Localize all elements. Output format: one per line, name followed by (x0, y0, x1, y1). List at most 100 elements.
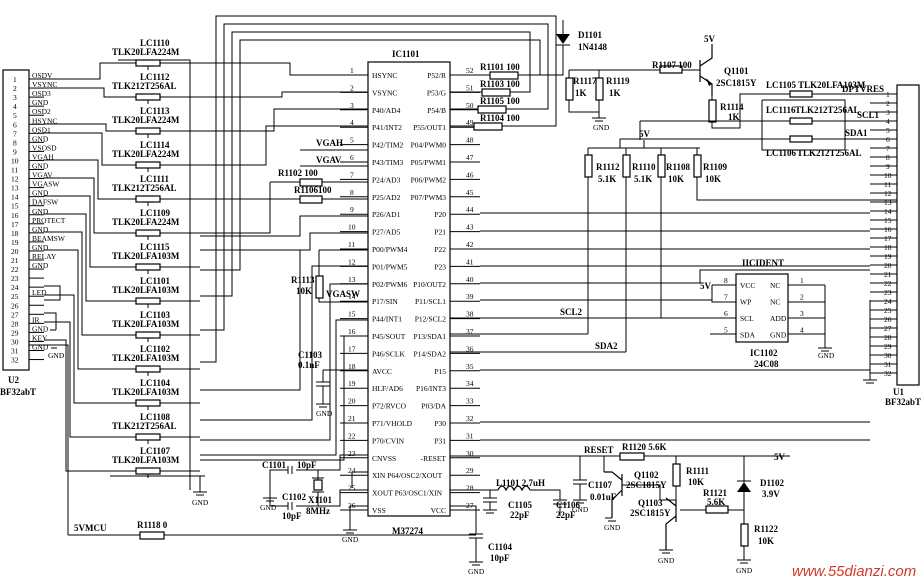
ic1101-pin-name-41: P23 (434, 262, 446, 271)
ic1101-pin-num-20: 20 (348, 397, 356, 406)
c1101-ref: C1101 (262, 460, 287, 470)
ic1101-pin-name-40: P10/OUT2 (413, 280, 446, 289)
u2-pin-num-17: 17 (11, 220, 19, 229)
u2-pin-num-24: 24 (11, 283, 19, 292)
u1-pins: 1234567891011121314151617181920212223242… (870, 90, 897, 378)
u2-pin-label-19: BEAMSW (32, 234, 66, 243)
lc1106-ref: LC1106 (766, 148, 797, 158)
u2-pin-label-13: VGASW (32, 180, 60, 189)
u2-ref: U2 (8, 375, 19, 385)
ic1101-pin-name-2: VSYNC (372, 88, 397, 97)
ic1101-pin-num-35: 35 (466, 362, 474, 371)
ic1101-pin-name-6: P43/TIM3 (372, 158, 404, 167)
filter-body-LC1102 (135, 365, 161, 373)
eeprom-pin-name-5: SDA (740, 331, 756, 340)
eeprom-pin-num-7: 7 (724, 293, 728, 302)
r1109-val: 10K (705, 174, 721, 184)
lc-filter-column: LC1110TLK20LFA224MLC1112TLK212T256ALLC11… (110, 38, 200, 478)
ic1101-pin-num-42: 42 (466, 240, 474, 249)
u2-pin-num-31: 31 (11, 347, 19, 356)
u2-pin-num-23: 23 (11, 274, 19, 283)
r1102-label: R1102 100 (278, 168, 318, 178)
filter-body-LC1103 (135, 331, 161, 339)
u2-pin-label-14: GND (32, 189, 49, 198)
c1103: GND C1103 0.1nF (298, 350, 368, 418)
u2-pin-label-16: GND (32, 207, 49, 216)
c1103-val: 0.1nF (298, 360, 320, 370)
u2-route-7 (44, 195, 110, 268)
filter-ref-LC1102: LC1102 (140, 344, 171, 354)
ic1102-ref: IC1102 (750, 348, 778, 358)
ic1101-pin-name-22: P70/CVIN (372, 436, 405, 445)
ic1101-pin-name-32: P30 (434, 419, 446, 428)
connector-u1: 1234567891011121314151617181920212223242… (870, 84, 921, 407)
u1-pin-num-14: 14 (884, 207, 892, 216)
ic1101-body (367, 61, 451, 517)
u2-pin-label-21: RELAY (32, 252, 57, 261)
eeprom-pin-num-3: 3 (800, 309, 804, 318)
ic1101-pin-num-37: 37 (466, 327, 474, 336)
filter-body-LC1111 (135, 195, 161, 203)
u2-pin-num-21: 21 (11, 256, 19, 265)
ic1101-pin-name-50: P54/B (427, 106, 446, 115)
u2-pin-num-10: 10 (11, 156, 19, 165)
ic1101-pin-name-48: P04/PWM0 (411, 141, 447, 150)
u1-pin-num-25: 25 (884, 306, 892, 315)
ic1101-pin-name-30: -RESET (421, 454, 447, 463)
filter-gnd-symbol (193, 491, 207, 496)
ic1101-pin-name-43: P21 (434, 228, 446, 237)
u1-pin-num-7: 7 (886, 144, 890, 153)
ic1101-pin-num-16: 16 (348, 327, 356, 336)
filter-ref-LC1113: LC1113 (140, 106, 170, 116)
u2-pin-num-11: 11 (11, 166, 18, 175)
u1-pin-num-11: 11 (884, 180, 891, 189)
eeprom-pin-num-8: 8 (724, 276, 728, 285)
u1-pin-num-17: 17 (884, 234, 892, 243)
upper-right-filters: LC1105 TLK20LFA103M LC1116 TLK212T256AL … (620, 80, 897, 158)
ic1101-pin-num-46: 46 (466, 170, 474, 179)
v5-reset: 5V (774, 452, 786, 462)
ic1101-pin-num-13: 13 (348, 275, 356, 284)
ic1101-pin-name-38: P12/SCL2 (415, 315, 447, 324)
ic1101-pin-num-25: 25 (348, 484, 356, 493)
u1-pin-num-16: 16 (884, 225, 892, 234)
u2-pin-label-4: GND (32, 98, 49, 107)
u2-pin-num-16: 16 (11, 211, 19, 220)
u2-pin-label-22: GND (32, 261, 49, 270)
filter-part-LC1104: TLK20LFA103M (112, 387, 180, 397)
ic1101-pin-num-10: 10 (348, 223, 356, 232)
u2-pin-num-13: 13 (11, 184, 19, 193)
ic1101-pin-num-30: 30 (466, 449, 474, 458)
filter-ref-LC1107: LC1107 (140, 446, 171, 456)
ic1101-pin-num-24: 24 (348, 466, 356, 475)
r1108-ref: R1108 (666, 162, 691, 172)
ic1101-pin-name-31: P31 (434, 436, 446, 445)
gnd-r1119: GND (593, 123, 610, 132)
u2-pin-label-9: VSOSD (32, 143, 57, 152)
filter-ref-LC1103: LC1103 (140, 310, 171, 320)
ic1101-pin-num-11: 11 (348, 240, 355, 249)
u1-pin-num-22: 22 (884, 279, 892, 288)
u1-pin-num-27: 27 (884, 324, 892, 333)
filter-part-LC1114: TLK20LFA224M (112, 149, 180, 159)
gnd-vss: GND (342, 535, 359, 544)
dptvres-label: DPTVRES (842, 84, 884, 94)
ic1101-pin-num-38: 38 (466, 310, 474, 319)
u1-pin-num-28: 28 (884, 333, 892, 342)
u2-pin-label-11: GND (32, 162, 49, 171)
q1103-part: 2SC1815Y (630, 508, 671, 518)
ic1101-left-pins: 1HSYNC2VSYNC3P40/AD44P41/INT25P42/TIM26P… (340, 66, 443, 515)
c1106-ref: C1106 (556, 500, 581, 510)
filter-body-LC1109 (135, 229, 161, 237)
u1-gnd-symbol (863, 379, 877, 384)
eeprom-pin-name-3: ADD (770, 314, 787, 323)
u2-pin-num-18: 18 (11, 229, 19, 238)
c1102-ref: C1102 (282, 492, 307, 502)
ic1101: IC1101 M37274 1HSYNC2VSYNC3P40/AD44P41/I… (340, 49, 480, 536)
r1119-val: 1K (609, 88, 621, 98)
q1101-ref: Q1101 (724, 66, 749, 76)
r1108-val: 10K (668, 174, 684, 184)
c1105-val: 22pF (510, 510, 530, 520)
rgb-wires (450, 74, 490, 127)
ic1101-pin-name-7: P24/AD3 (372, 175, 401, 184)
